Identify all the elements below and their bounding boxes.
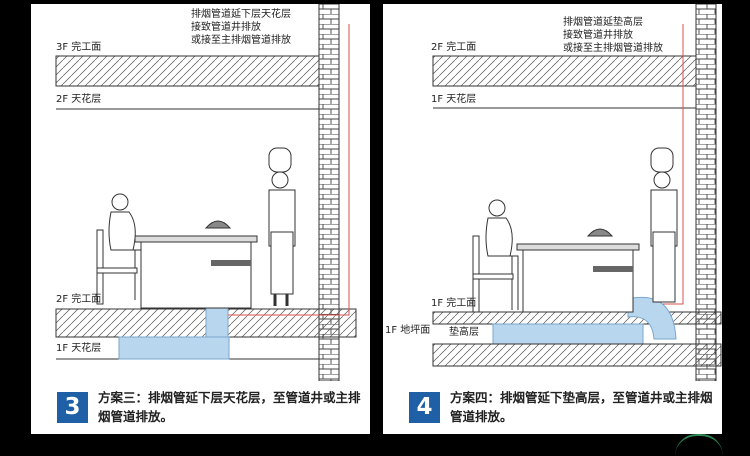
note-line: 排烟管道延下层天花层 [191, 9, 291, 20]
label-ceiling: 1F 天花层 [431, 94, 477, 105]
label-base-floor: 1F 地坪面 [385, 325, 431, 336]
watermark-logo [675, 434, 723, 456]
label-floor: 2F 完工面 [56, 294, 102, 305]
chef-head [271, 171, 289, 189]
scheme-number-badge: 4 [409, 392, 440, 423]
diner-body [108, 211, 136, 251]
base-slab [432, 343, 722, 367]
pipe-note: 排烟管道延垫高层 接致管道井排放 或接至主排烟管道排放 [563, 16, 663, 55]
note-line: 或接至主排烟管道排放 [563, 43, 663, 54]
label-raised-layer: 垫高层 [449, 327, 479, 338]
diner-body [485, 217, 513, 257]
duct-bend [627, 296, 677, 340]
diner-head [488, 199, 506, 217]
chef-apron [652, 231, 676, 303]
chair [96, 229, 104, 305]
note-line: 排烟管道延垫高层 [563, 17, 643, 28]
scheme-3-panel: 排烟管道延下层天花层 接致管道井排放 或接至主排烟管道排放 3F 完工面 2F … [31, 4, 370, 434]
note-line: 接致管道井排放 [563, 30, 633, 41]
label-upper-floor: 3F 完工面 [56, 42, 102, 53]
diner-head [111, 193, 129, 211]
scheme-3-drawing [55, 4, 357, 382]
scheme-caption: 4 方案四：排烟管延下垫高层，至管道井或主排烟管道排放。 [383, 381, 722, 434]
caption-text: 方案四：排烟管延下垫高层，至管道井或主排烟管道排放。 [450, 390, 713, 424]
scheme-caption: 3 方案三：排烟管延下层天花层，至管道井或主排烟管道排放。 [31, 381, 370, 434]
scheme-number-badge: 3 [57, 392, 88, 423]
wok [586, 228, 614, 237]
pipe-route-line [663, 24, 684, 305]
label-lower-ceiling: 1F 天花层 [56, 343, 102, 354]
counter-top [134, 235, 258, 243]
chef-hat [268, 147, 292, 173]
caption-text: 方案三：排烟管延下层天花层，至管道井或主排烟管道排放。 [98, 390, 361, 424]
scheme-4-panel: 排烟管道延垫高层 接致管道井排放 或接至主排烟管道排放 2F 完工面 1F 天花… [383, 4, 722, 434]
raised-layer-duct [492, 323, 644, 345]
scheme-4-drawing [432, 4, 722, 382]
wok [204, 220, 232, 229]
cooking-counter [522, 247, 634, 313]
label-floor: 1F 完工面 [431, 298, 477, 309]
chef-head [653, 171, 671, 189]
note-line: 或接至主排烟管道排放 [191, 35, 291, 46]
counter-top [516, 243, 640, 251]
chef-hat [650, 147, 674, 173]
floor-slab [432, 311, 722, 325]
upper-slab [55, 55, 320, 87]
label-ceiling: 2F 天花层 [56, 94, 102, 105]
cooking-counter [140, 239, 252, 309]
label-upper-floor: 2F 完工面 [431, 42, 477, 53]
exhaust-duct-horizontal [118, 336, 230, 360]
upper-slab [432, 55, 697, 87]
pipe-route-line [228, 24, 350, 316]
pipe-note: 排烟管道延下层天花层 接致管道井排放 或接至主排烟管道排放 [191, 8, 291, 47]
chef-apron [270, 231, 294, 295]
note-line: 接致管道井排放 [191, 22, 261, 33]
